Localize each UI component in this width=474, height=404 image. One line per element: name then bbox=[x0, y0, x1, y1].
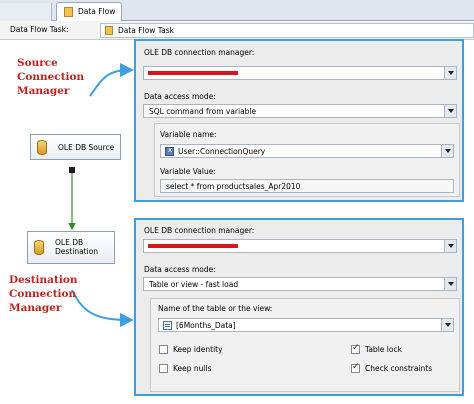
variable-value-text: select * from productsales_Apr2010 bbox=[166, 182, 301, 191]
check-constraints-label: Check constraints bbox=[365, 364, 433, 373]
dropdown-button[interactable] bbox=[441, 145, 453, 157]
redacted-connection-name bbox=[148, 71, 238, 75]
variable-value-label: Variable Value: bbox=[160, 167, 216, 176]
dest-annotation-arrow bbox=[71, 289, 134, 327]
ole-db-source-label: OLE DB Source bbox=[58, 143, 115, 152]
variable-icon bbox=[165, 146, 174, 156]
keep-identity-checkbox[interactable] bbox=[159, 345, 168, 354]
chevron-down-icon bbox=[448, 244, 454, 248]
dropdown-button[interactable] bbox=[444, 67, 456, 79]
data-flow-task-value: Data Flow Task bbox=[118, 26, 174, 35]
dropdown-button[interactable] bbox=[444, 105, 456, 117]
chevron-down-icon bbox=[448, 71, 454, 75]
keep-nulls-label: Keep nulls bbox=[173, 364, 212, 373]
source-editor-panel: OLE DB connection manager: Data access m… bbox=[134, 39, 464, 202]
tab-data-flow-label: Data Flow bbox=[78, 7, 116, 16]
table-icon bbox=[163, 321, 172, 330]
table-name-value: [6Months_Data] bbox=[176, 321, 236, 330]
chevron-down-icon bbox=[445, 323, 451, 327]
source-conn-manager-label: OLE DB connection manager: bbox=[144, 48, 255, 57]
source-access-mode-dropdown[interactable]: SQL command from variable bbox=[143, 104, 457, 118]
dropdown-button[interactable] bbox=[444, 240, 456, 252]
ole-db-destination-component[interactable]: OLE DB Destination bbox=[27, 231, 115, 264]
tab-data-flow[interactable]: Data Flow bbox=[56, 2, 122, 21]
source-annotation-arrow bbox=[89, 63, 134, 97]
variable-value-field: select * from productsales_Apr2010 bbox=[160, 179, 454, 193]
chevron-down-icon bbox=[448, 282, 454, 286]
dest-access-mode-value: Table or view - fast load bbox=[149, 280, 239, 289]
table-name-label: Name of the table or the view: bbox=[158, 304, 273, 313]
document-tab-strip: Data Flow bbox=[0, 0, 474, 21]
dest-access-mode-label: Data access mode: bbox=[144, 265, 216, 274]
table-lock-label: Table lock bbox=[365, 345, 402, 354]
source-connection-annotation: Source Connection Manager bbox=[17, 57, 85, 97]
variable-name-label: Variable name: bbox=[160, 130, 217, 139]
data-flow-task-selector[interactable]: Data Flow Task bbox=[100, 23, 474, 38]
destination-connection-annotation: Destination Connection Manager bbox=[9, 274, 78, 314]
redacted-connection-name bbox=[148, 244, 238, 248]
dest-conn-manager-label: OLE DB connection manager: bbox=[144, 226, 255, 235]
dest-access-mode-dropdown[interactable]: Table or view - fast load bbox=[143, 277, 457, 291]
source-conn-manager-dropdown[interactable] bbox=[143, 66, 457, 80]
data-flow-task-label: Data Flow Task: bbox=[10, 25, 69, 34]
destination-editor-panel: OLE DB connection manager: Data access m… bbox=[134, 218, 464, 396]
source-access-mode-label: Data access mode: bbox=[144, 92, 216, 101]
table-lock-checkbox[interactable] bbox=[351, 343, 360, 354]
variable-name-value: User::ConnectionQuery bbox=[178, 147, 266, 156]
dest-conn-manager-dropdown[interactable] bbox=[143, 239, 457, 253]
keep-nulls-checkbox[interactable] bbox=[159, 364, 168, 373]
dropdown-button[interactable] bbox=[444, 278, 456, 290]
table-name-dropdown[interactable]: [6Months_Data] bbox=[158, 318, 454, 332]
tab-previous[interactable] bbox=[0, 3, 52, 21]
keep-identity-label: Keep identity bbox=[173, 345, 223, 354]
chevron-down-icon bbox=[445, 149, 451, 153]
chevron-down-icon bbox=[448, 109, 454, 113]
ole-db-destination-label: OLE DB Destination bbox=[55, 238, 99, 256]
data-flow-task-icon bbox=[105, 26, 113, 35]
source-variable-group: Variable name: User::ConnectionQuery Var… bbox=[154, 123, 460, 197]
check-constraints-checkbox[interactable] bbox=[351, 362, 360, 373]
data-flow-icon bbox=[64, 7, 73, 17]
source-access-mode-value: SQL command from variable bbox=[149, 107, 257, 116]
database-icon bbox=[37, 140, 47, 155]
dropdown-button[interactable] bbox=[441, 319, 453, 331]
data-flow-task-bar: Data Flow Task: Data Flow Task bbox=[0, 21, 474, 40]
dest-table-group: Name of the table or the view: [6Months_… bbox=[150, 298, 460, 392]
database-icon bbox=[34, 240, 44, 255]
ole-db-source-component[interactable]: OLE DB Source bbox=[30, 134, 121, 160]
variable-name-dropdown[interactable]: User::ConnectionQuery bbox=[160, 144, 454, 158]
